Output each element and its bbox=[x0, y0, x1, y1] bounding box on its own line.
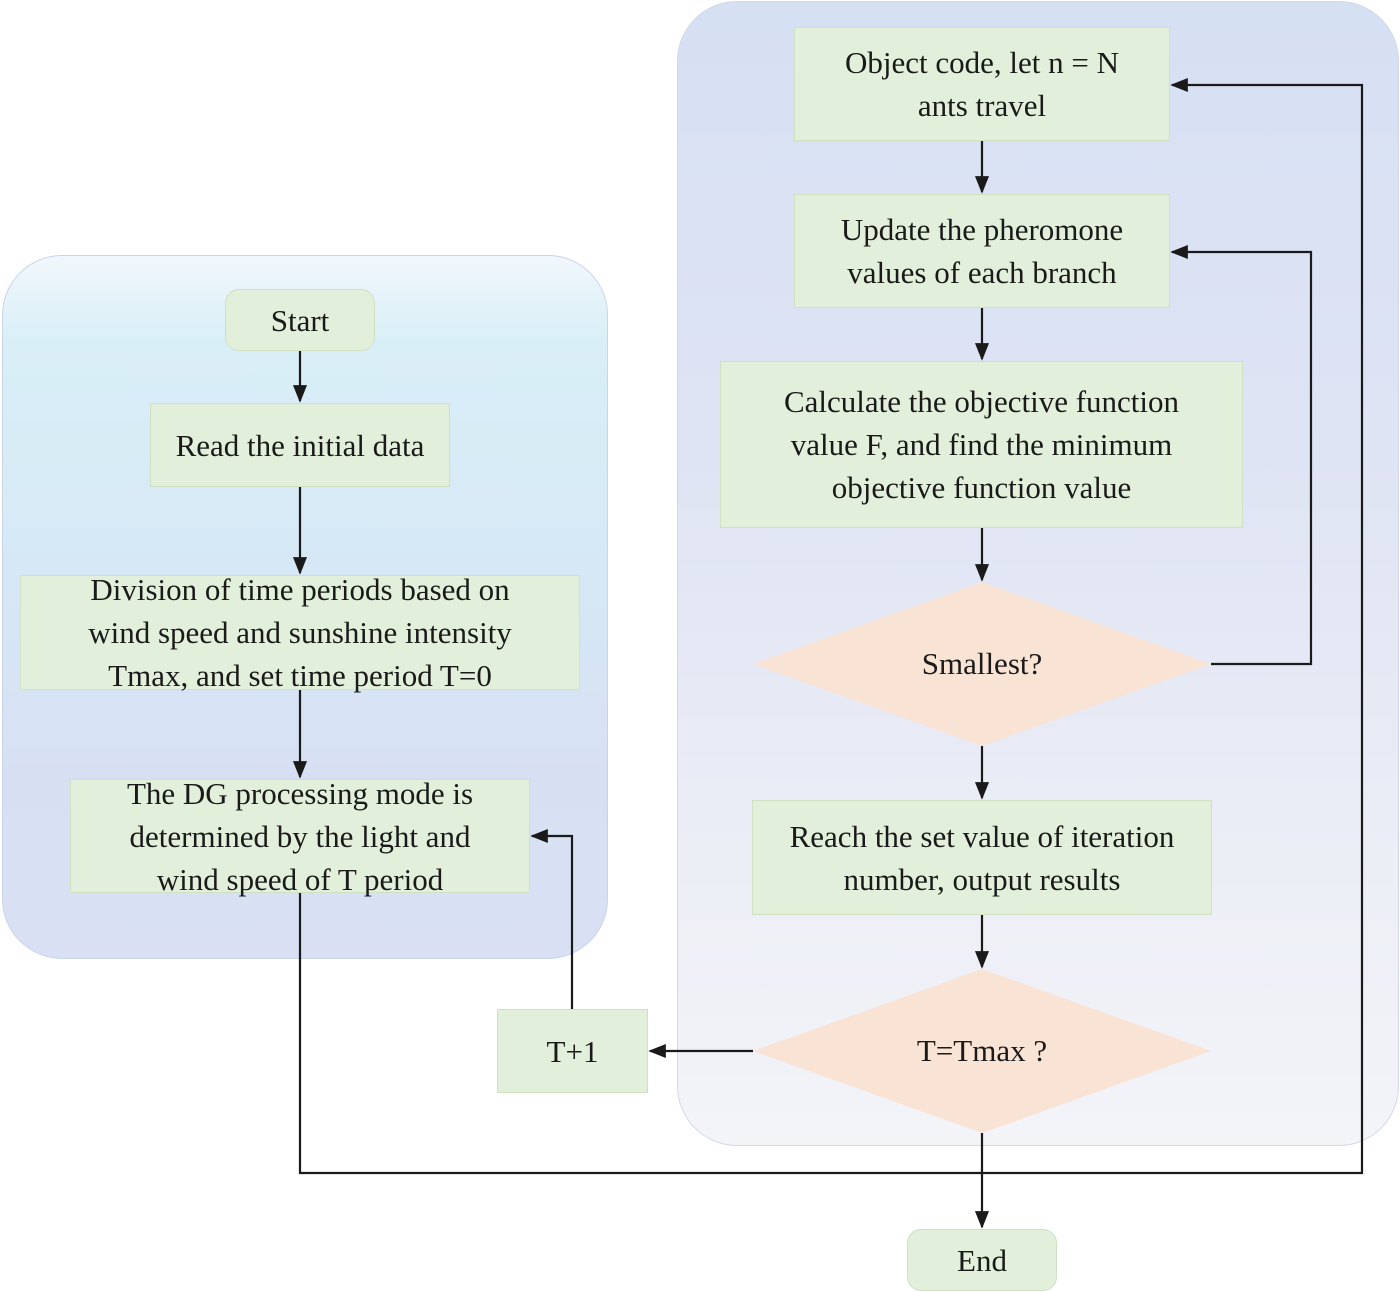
object-code-node: Object code, let n = N ants travel bbox=[794, 27, 1170, 141]
arrow-dg-to-object-code bbox=[298, 77, 1364, 1175]
calculate-label: Calculate the objective function value F… bbox=[783, 384, 1180, 505]
tmax-decision: T=Tmax ? bbox=[753, 1009, 1211, 1093]
smallest-label: Smallest? bbox=[921, 646, 1043, 681]
reach-iteration-node: Reach the set value of iteration number,… bbox=[752, 800, 1212, 915]
update-pheromone-label: Update the pheromone values of each bran… bbox=[840, 212, 1124, 290]
reach-iteration-label: Reach the set value of iteration number,… bbox=[789, 818, 1175, 897]
arrow-smallest-loop-to-update bbox=[1170, 244, 1313, 666]
read-data-label: Read the initial data bbox=[175, 427, 425, 463]
dg-mode-label: The DG processing mode is determined by … bbox=[126, 775, 474, 897]
t-plus-one-label: T+1 bbox=[546, 1033, 599, 1069]
start-node: Start bbox=[225, 289, 375, 351]
start-label: Start bbox=[270, 302, 330, 338]
arrow-t-plus-one-to-dg bbox=[530, 828, 574, 1009]
end-node: End bbox=[907, 1229, 1057, 1291]
division-node: Division of time periods based on wind s… bbox=[20, 572, 580, 693]
tmax-label: T=Tmax ? bbox=[916, 1033, 1048, 1068]
t-plus-one-node: T+1 bbox=[497, 1009, 648, 1093]
dg-mode-node: The DG processing mode is determined by … bbox=[70, 776, 530, 897]
tmax-decision-shape bbox=[753, 969, 1211, 1133]
end-label: End bbox=[957, 1242, 1007, 1278]
smallest-decision: Smallest? bbox=[753, 622, 1211, 706]
division-label: Division of time periods based on wind s… bbox=[88, 572, 512, 693]
update-pheromone-node: Update the pheromone values of each bran… bbox=[794, 194, 1170, 308]
ant-colony-panel bbox=[677, 1, 1399, 1146]
read-data-node: Read the initial data bbox=[150, 403, 450, 487]
calculate-node: Calculate the objective function value F… bbox=[720, 361, 1243, 528]
smallest-decision-shape bbox=[753, 582, 1211, 746]
object-code-label: Object code, let n = N ants travel bbox=[844, 45, 1119, 123]
